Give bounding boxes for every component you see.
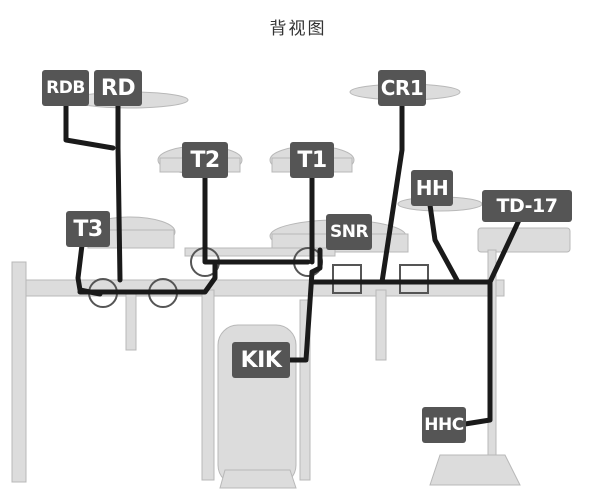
cable-cr1	[379, 102, 405, 285]
module-box	[477, 227, 571, 253]
cable-kik	[287, 269, 315, 363]
label-t2: T2	[182, 142, 228, 178]
cable-rdb	[63, 99, 116, 151]
label-t3: T3	[66, 211, 110, 247]
label-td17: TD-17	[482, 190, 572, 222]
label-kik: KIK	[232, 342, 290, 378]
label-t1: T1	[290, 142, 334, 178]
diagram-title: 背视图	[269, 19, 327, 39]
label-cr1: CR1	[378, 70, 426, 106]
cable-tie-box	[332, 264, 362, 294]
rack-leg-left	[11, 261, 27, 483]
cable-t2	[202, 175, 218, 265]
cable-main-left	[77, 259, 218, 295]
cable-hhc	[462, 279, 493, 427]
label-snr: SNR	[326, 214, 372, 250]
label-hhc: HHC	[422, 407, 466, 443]
rack-leg-mid	[201, 289, 215, 481]
cable-rd	[115, 101, 123, 283]
cable-snr	[309, 247, 323, 275]
cable-routing	[63, 99, 523, 427]
label-rd: RD	[94, 70, 142, 106]
cable-hh	[427, 202, 461, 285]
cable-tie-box	[399, 264, 429, 294]
label-rdb: RDB	[42, 70, 89, 106]
label-hh: HH	[411, 170, 453, 206]
